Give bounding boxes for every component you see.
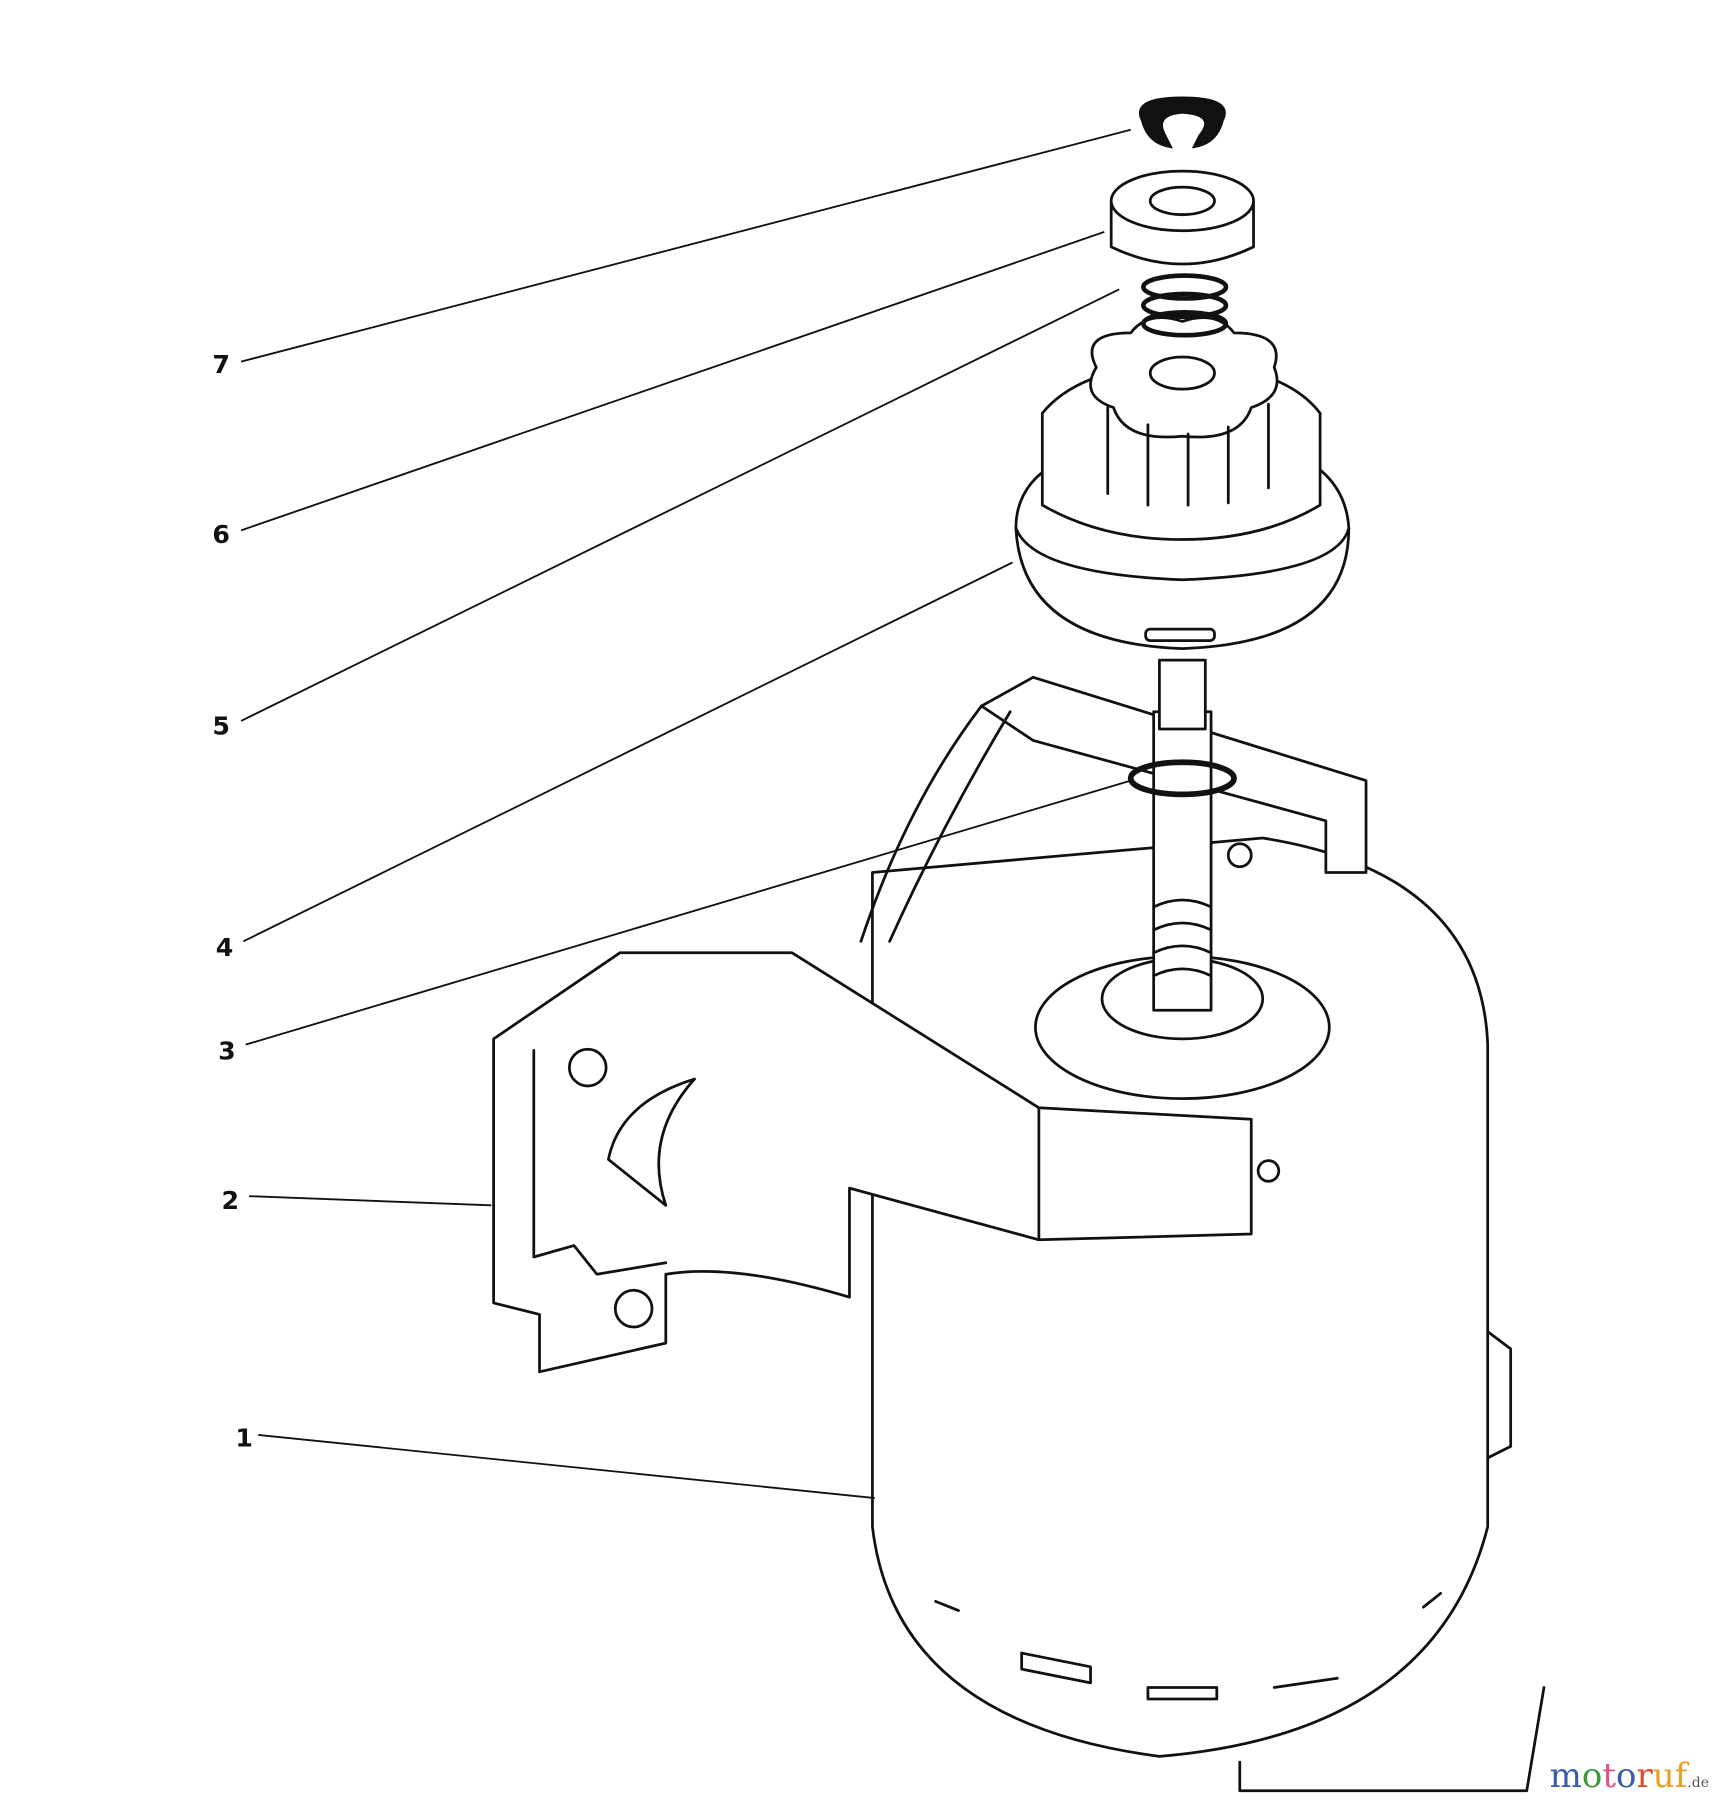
leader-2: [249, 1195, 492, 1207]
callout-2: 2: [222, 1186, 240, 1215]
leader-4: [242, 561, 1013, 943]
e-ring: [1139, 96, 1226, 149]
callout-7: 7: [212, 350, 230, 379]
watermark-suffix: .de: [1687, 1775, 1709, 1791]
watermark-logo: motoruf.de: [1549, 1756, 1709, 1796]
leader-6: [240, 231, 1105, 532]
leader-lines: [240, 128, 1131, 1499]
callout-3: 3: [218, 1037, 236, 1066]
leader-5: [240, 288, 1120, 722]
spring: [1141, 273, 1229, 338]
leader-3: [245, 779, 1131, 1046]
callout-5: 5: [212, 712, 230, 741]
drive-shaft: [1152, 658, 1213, 1012]
retainer-cup: [1109, 169, 1255, 266]
starter-motor: [871, 836, 1546, 1793]
leader-1: [258, 1434, 875, 1499]
callout-1: 1: [235, 1423, 253, 1452]
callout-6: 6: [212, 520, 230, 549]
washer: [1127, 759, 1237, 798]
callout-4: 4: [216, 933, 234, 962]
pinion-gear: [1014, 316, 1351, 650]
leader-7: [240, 128, 1131, 363]
